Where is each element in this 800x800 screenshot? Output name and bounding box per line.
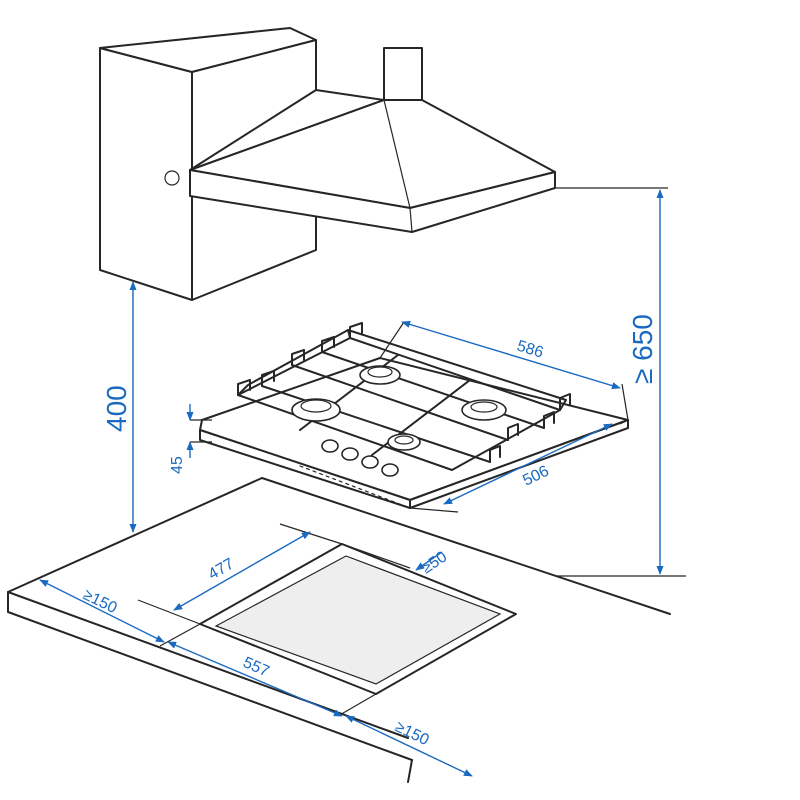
pan-supports	[237, 322, 571, 471]
dimension-lines	[39, 189, 664, 777]
label-cutout-width: 557	[240, 654, 271, 680]
hood-chimney	[383, 47, 423, 101]
dim-line-cutout-width	[167, 641, 343, 717]
label-rear-clearance: ≥50	[419, 548, 451, 577]
control-knobs	[321, 439, 399, 477]
knob-3	[361, 455, 379, 469]
label-cutout-depth: 477	[206, 555, 238, 583]
worktop	[7, 477, 671, 783]
knob-4	[381, 463, 399, 477]
gas-hob	[199, 322, 629, 509]
burner-front-right	[387, 433, 421, 451]
cabinet-knob	[164, 170, 180, 186]
knob-1	[321, 439, 339, 453]
label-cabinet-to-worktop: 400	[101, 385, 132, 432]
label-left-clearance: ≥150	[80, 586, 119, 617]
dim-line-hob-width	[401, 320, 621, 390]
burner-front-left	[291, 398, 341, 422]
label-hob-to-hood: ≥ 650	[627, 314, 658, 384]
dim-line-cutout-depth	[173, 531, 311, 611]
cooker-hood	[189, 47, 556, 233]
extension-lines	[137, 187, 686, 717]
dim-line-left-clearance	[39, 579, 165, 643]
label-right-clearance: ≥150	[392, 718, 431, 749]
knob-2	[341, 447, 359, 461]
label-hob-height: 45	[169, 456, 186, 474]
dim-line-hob-depth	[443, 423, 613, 505]
dim-line-right-clearance	[345, 715, 473, 777]
burner-rear-right	[461, 399, 507, 421]
burner-rear-left	[359, 365, 401, 385]
dim-line-rear-clearance	[415, 551, 443, 571]
